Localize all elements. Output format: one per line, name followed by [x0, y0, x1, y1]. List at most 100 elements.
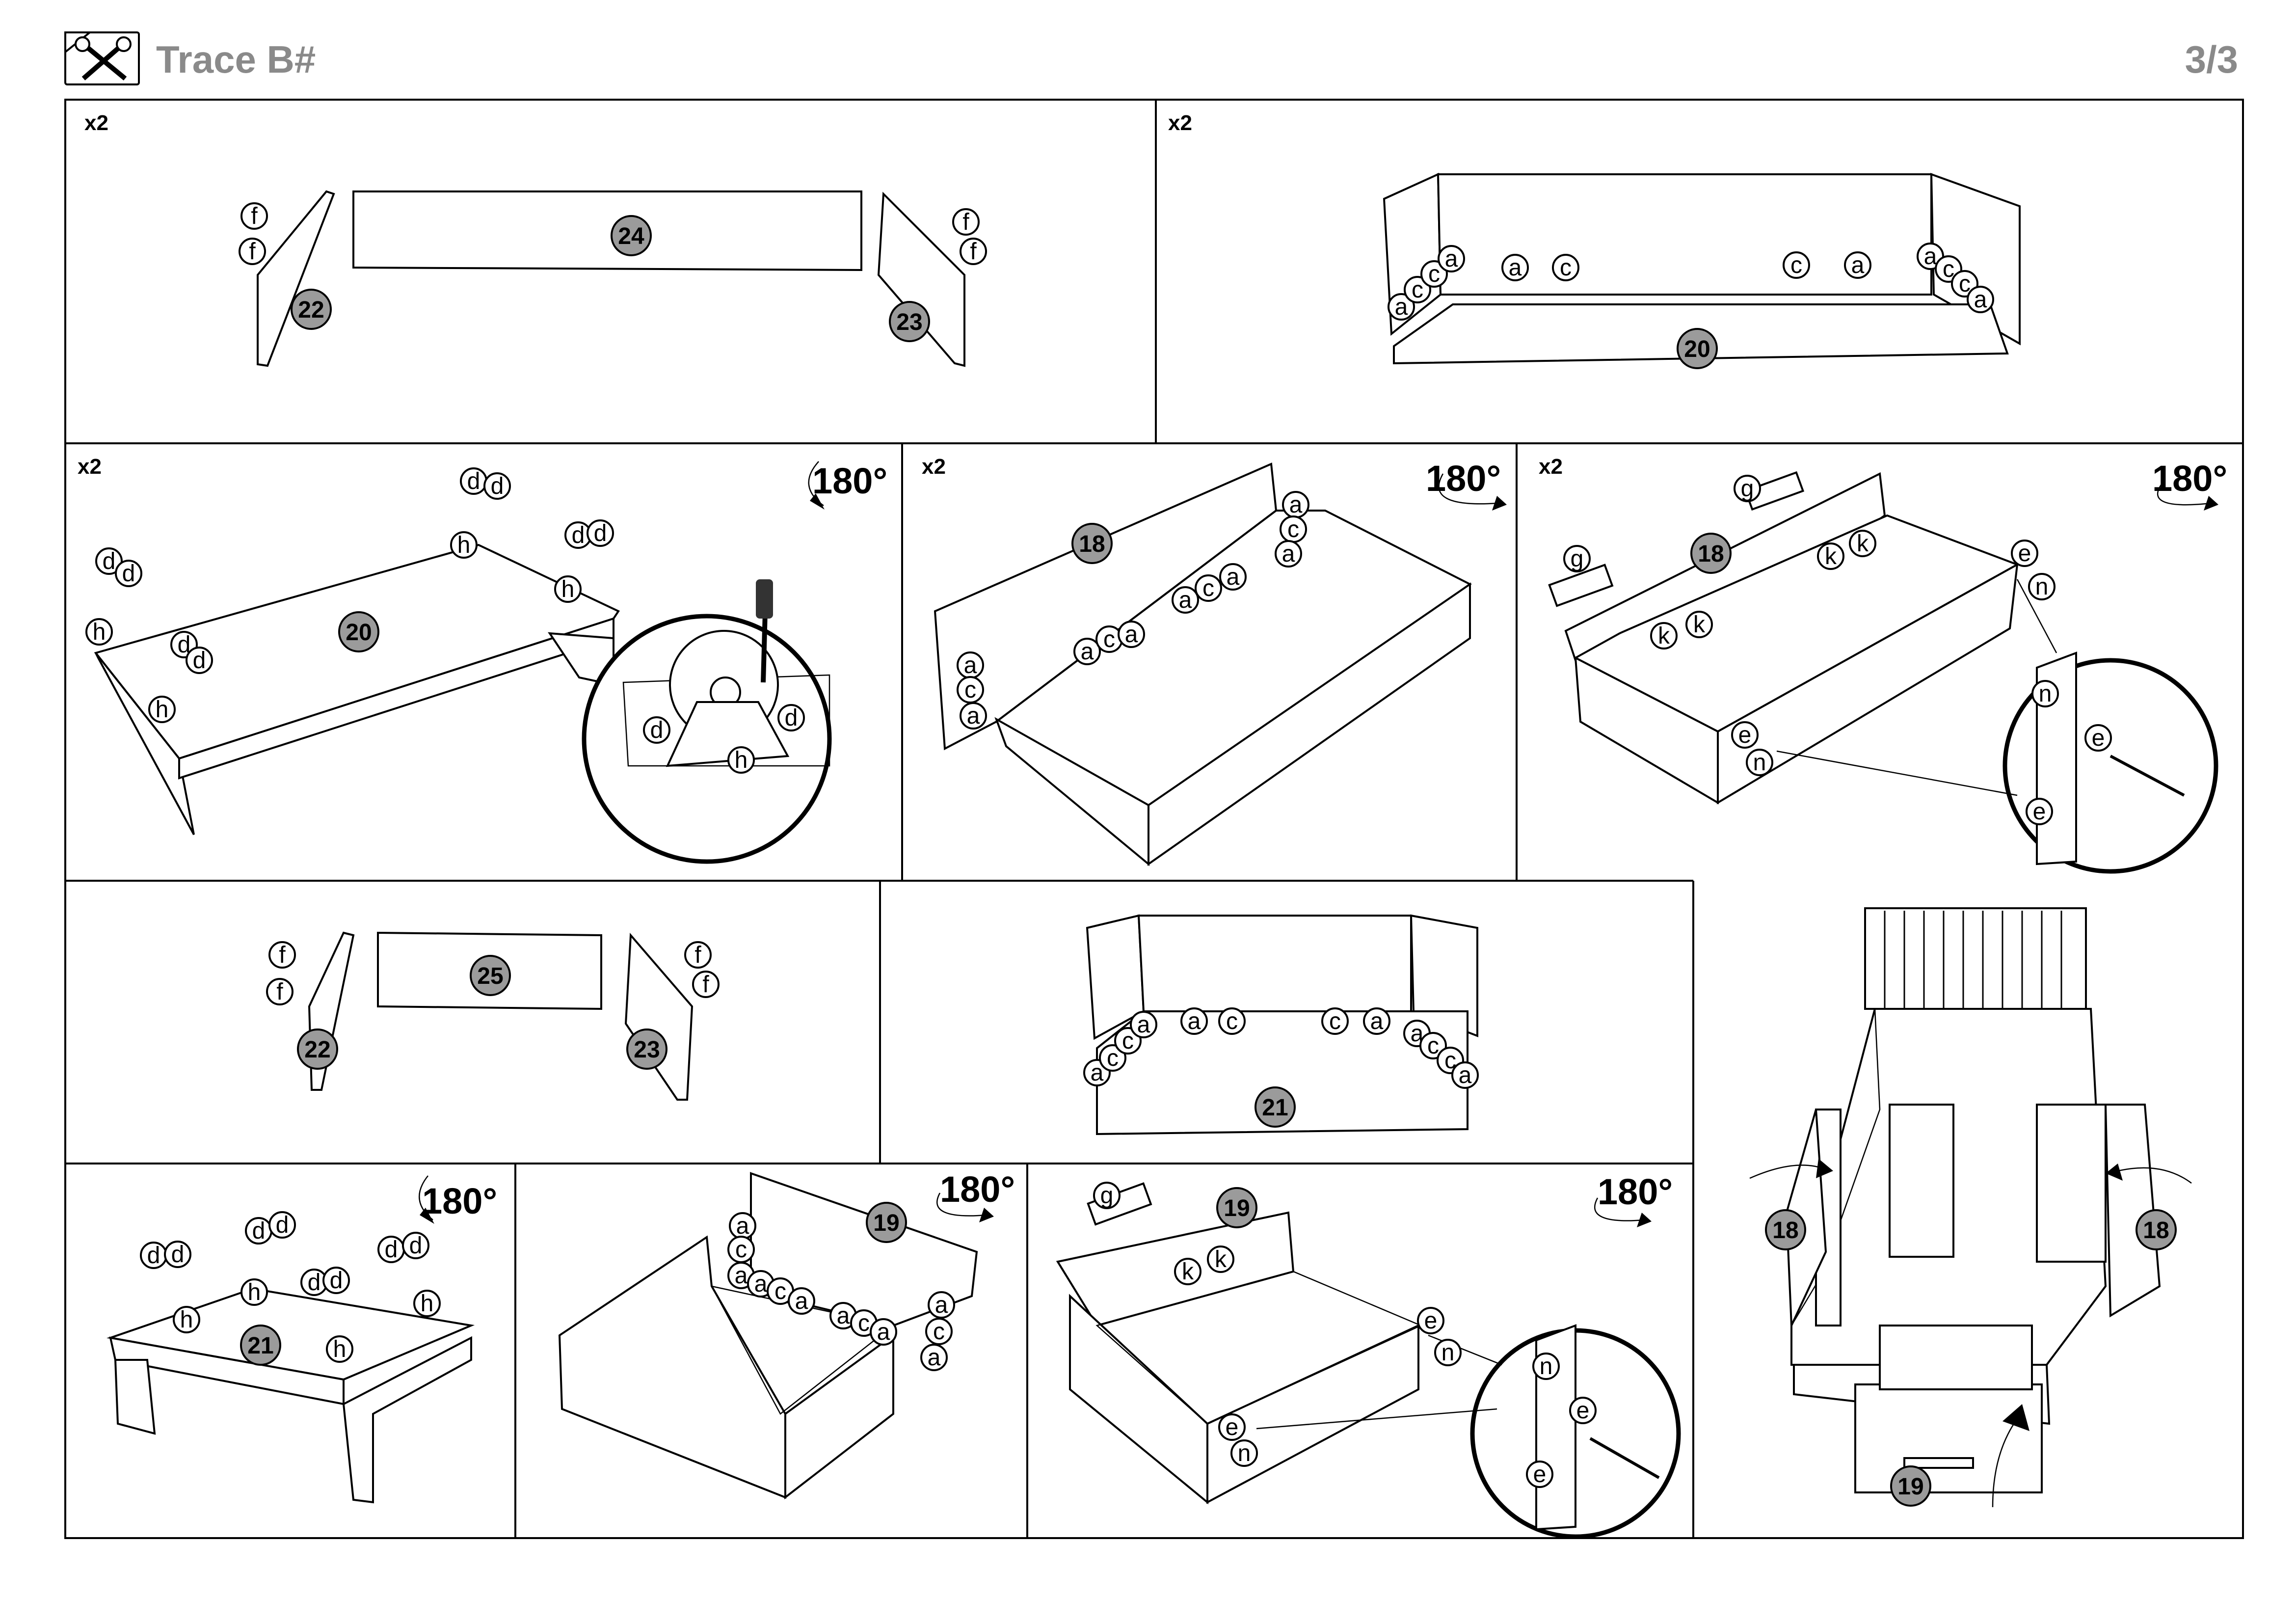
- part-badge: 24: [611, 215, 652, 256]
- hardware-callout: h: [554, 575, 582, 603]
- hardware-callout: a: [1363, 1007, 1390, 1035]
- hardware-callout: h: [727, 746, 755, 774]
- svg-text:f: f: [970, 239, 977, 265]
- hardware-callout: k: [1817, 542, 1844, 570]
- part-number-badges: 24 22 23 20 20 18 18 22 25 23 21 18 18 1…: [240, 215, 2177, 1507]
- multiplier-label: x2: [922, 455, 946, 479]
- svg-text:f: f: [276, 979, 283, 1005]
- hardware-callout: a: [1438, 245, 1465, 272]
- hardware-callout: e: [1417, 1307, 1444, 1334]
- multiplier-label: x2: [1168, 111, 1192, 135]
- hardware-callout: f: [268, 941, 296, 969]
- svg-text:180°: 180°: [2152, 458, 2227, 499]
- panel-4-drawing: [934, 462, 1472, 866]
- svg-text:c: c: [1427, 1033, 1439, 1059]
- hardware-callout: c: [1420, 260, 1448, 288]
- panel-5-drawing: [1548, 471, 2218, 874]
- hardware-callout: c: [1195, 574, 1222, 602]
- hardware-callout: k: [1207, 1245, 1234, 1273]
- svg-text:a: a: [1179, 587, 1192, 613]
- hardware-callout: f: [240, 202, 268, 230]
- hardware-callout: d: [377, 1236, 405, 1263]
- part-badge: 21: [240, 1325, 281, 1366]
- hardware-callout: a: [1275, 540, 1302, 568]
- svg-text:g: g: [1741, 476, 1754, 502]
- hardware-callout: d: [95, 547, 123, 575]
- svg-text:a: a: [877, 1319, 890, 1345]
- hardware-callout: c: [1552, 254, 1579, 281]
- svg-text:a: a: [1227, 564, 1240, 590]
- hardware-callout: e: [1218, 1413, 1246, 1441]
- svg-text:a: a: [1137, 1012, 1150, 1038]
- svg-text:a: a: [935, 1292, 948, 1318]
- hardware-callout: a: [1172, 586, 1199, 614]
- svg-text:k: k: [1825, 543, 1837, 569]
- svg-text:e: e: [1533, 1462, 1547, 1488]
- hardware-callout: h: [240, 1278, 268, 1306]
- svg-text:a: a: [928, 1345, 941, 1371]
- svg-text:c: c: [1103, 626, 1115, 652]
- hardware-callout: e: [2011, 540, 2038, 567]
- hardware-callout: n: [2031, 680, 2059, 707]
- svg-text:c: c: [1226, 1008, 1238, 1034]
- svg-text:a: a: [1289, 492, 1303, 518]
- svg-text:a: a: [1924, 244, 1937, 270]
- svg-text:e: e: [1576, 1398, 1590, 1424]
- svg-text:e: e: [1738, 722, 1752, 748]
- hardware-callout: a: [1130, 1011, 1157, 1038]
- hardware-callout: d: [300, 1269, 328, 1296]
- svg-text:c: c: [858, 1310, 870, 1336]
- hardware-callout: c: [727, 1236, 755, 1263]
- hardware-callout: g: [1093, 1182, 1121, 1209]
- rotation-indicator: 180°: [1426, 458, 1507, 511]
- svg-text:k: k: [1215, 1246, 1227, 1272]
- hardware-callout: f: [684, 941, 712, 969]
- svg-text:h: h: [421, 1291, 434, 1317]
- hardware-callout: a: [1073, 638, 1101, 665]
- page-title: Trace B#: [156, 38, 316, 81]
- hardware-callout: c: [1404, 276, 1431, 303]
- svg-text:f: f: [279, 942, 286, 968]
- panel-grid: [64, 99, 2244, 1539]
- svg-text:c: c: [735, 1237, 747, 1263]
- svg-text:20: 20: [1684, 336, 1710, 362]
- hardware-callout: f: [952, 208, 980, 236]
- svg-text:20: 20: [346, 620, 372, 646]
- svg-text:c: c: [1122, 1028, 1134, 1054]
- svg-text:22: 22: [298, 297, 324, 323]
- hardware-callout: a: [870, 1318, 897, 1346]
- svg-text:h: h: [735, 747, 748, 773]
- hardware-callout: c: [957, 676, 984, 704]
- tools-icon: [64, 31, 140, 85]
- svg-text:d: d: [276, 1212, 289, 1238]
- svg-text:c: c: [1560, 255, 1572, 281]
- svg-text:f: f: [702, 972, 709, 998]
- hardware-callout: a: [1219, 563, 1247, 591]
- hardware-callout: a: [1083, 1059, 1111, 1086]
- hardware-callout: d: [460, 467, 487, 495]
- part-badge: 23: [626, 1029, 667, 1070]
- hardware-callout: n: [1434, 1339, 1462, 1366]
- svg-text:c: c: [1412, 277, 1423, 303]
- part-badge: 19: [1216, 1187, 1257, 1228]
- multiplier-label: x2: [78, 455, 102, 479]
- svg-text:d: d: [385, 1237, 398, 1263]
- svg-text:a: a: [1081, 639, 1094, 665]
- hardware-callout: h: [413, 1290, 441, 1317]
- svg-text:a: a: [1459, 1062, 1472, 1088]
- hardware-callout: h: [148, 696, 176, 723]
- hardware-callout: n: [1532, 1353, 1560, 1380]
- svg-text:a: a: [795, 1288, 808, 1314]
- svg-text:23: 23: [634, 1037, 660, 1063]
- svg-text:f: f: [251, 203, 258, 229]
- hardware-callout: k: [1650, 622, 1678, 650]
- hardware-callout: d: [245, 1217, 272, 1245]
- hardware-callout: e: [1731, 721, 1759, 749]
- hardware-callout: a: [729, 1212, 756, 1240]
- svg-text:e: e: [1424, 1308, 1438, 1334]
- hardware-callout: f: [692, 971, 720, 998]
- svg-text:a: a: [754, 1271, 768, 1297]
- svg-text:n: n: [1442, 1340, 1455, 1366]
- svg-text:g: g: [1571, 546, 1584, 572]
